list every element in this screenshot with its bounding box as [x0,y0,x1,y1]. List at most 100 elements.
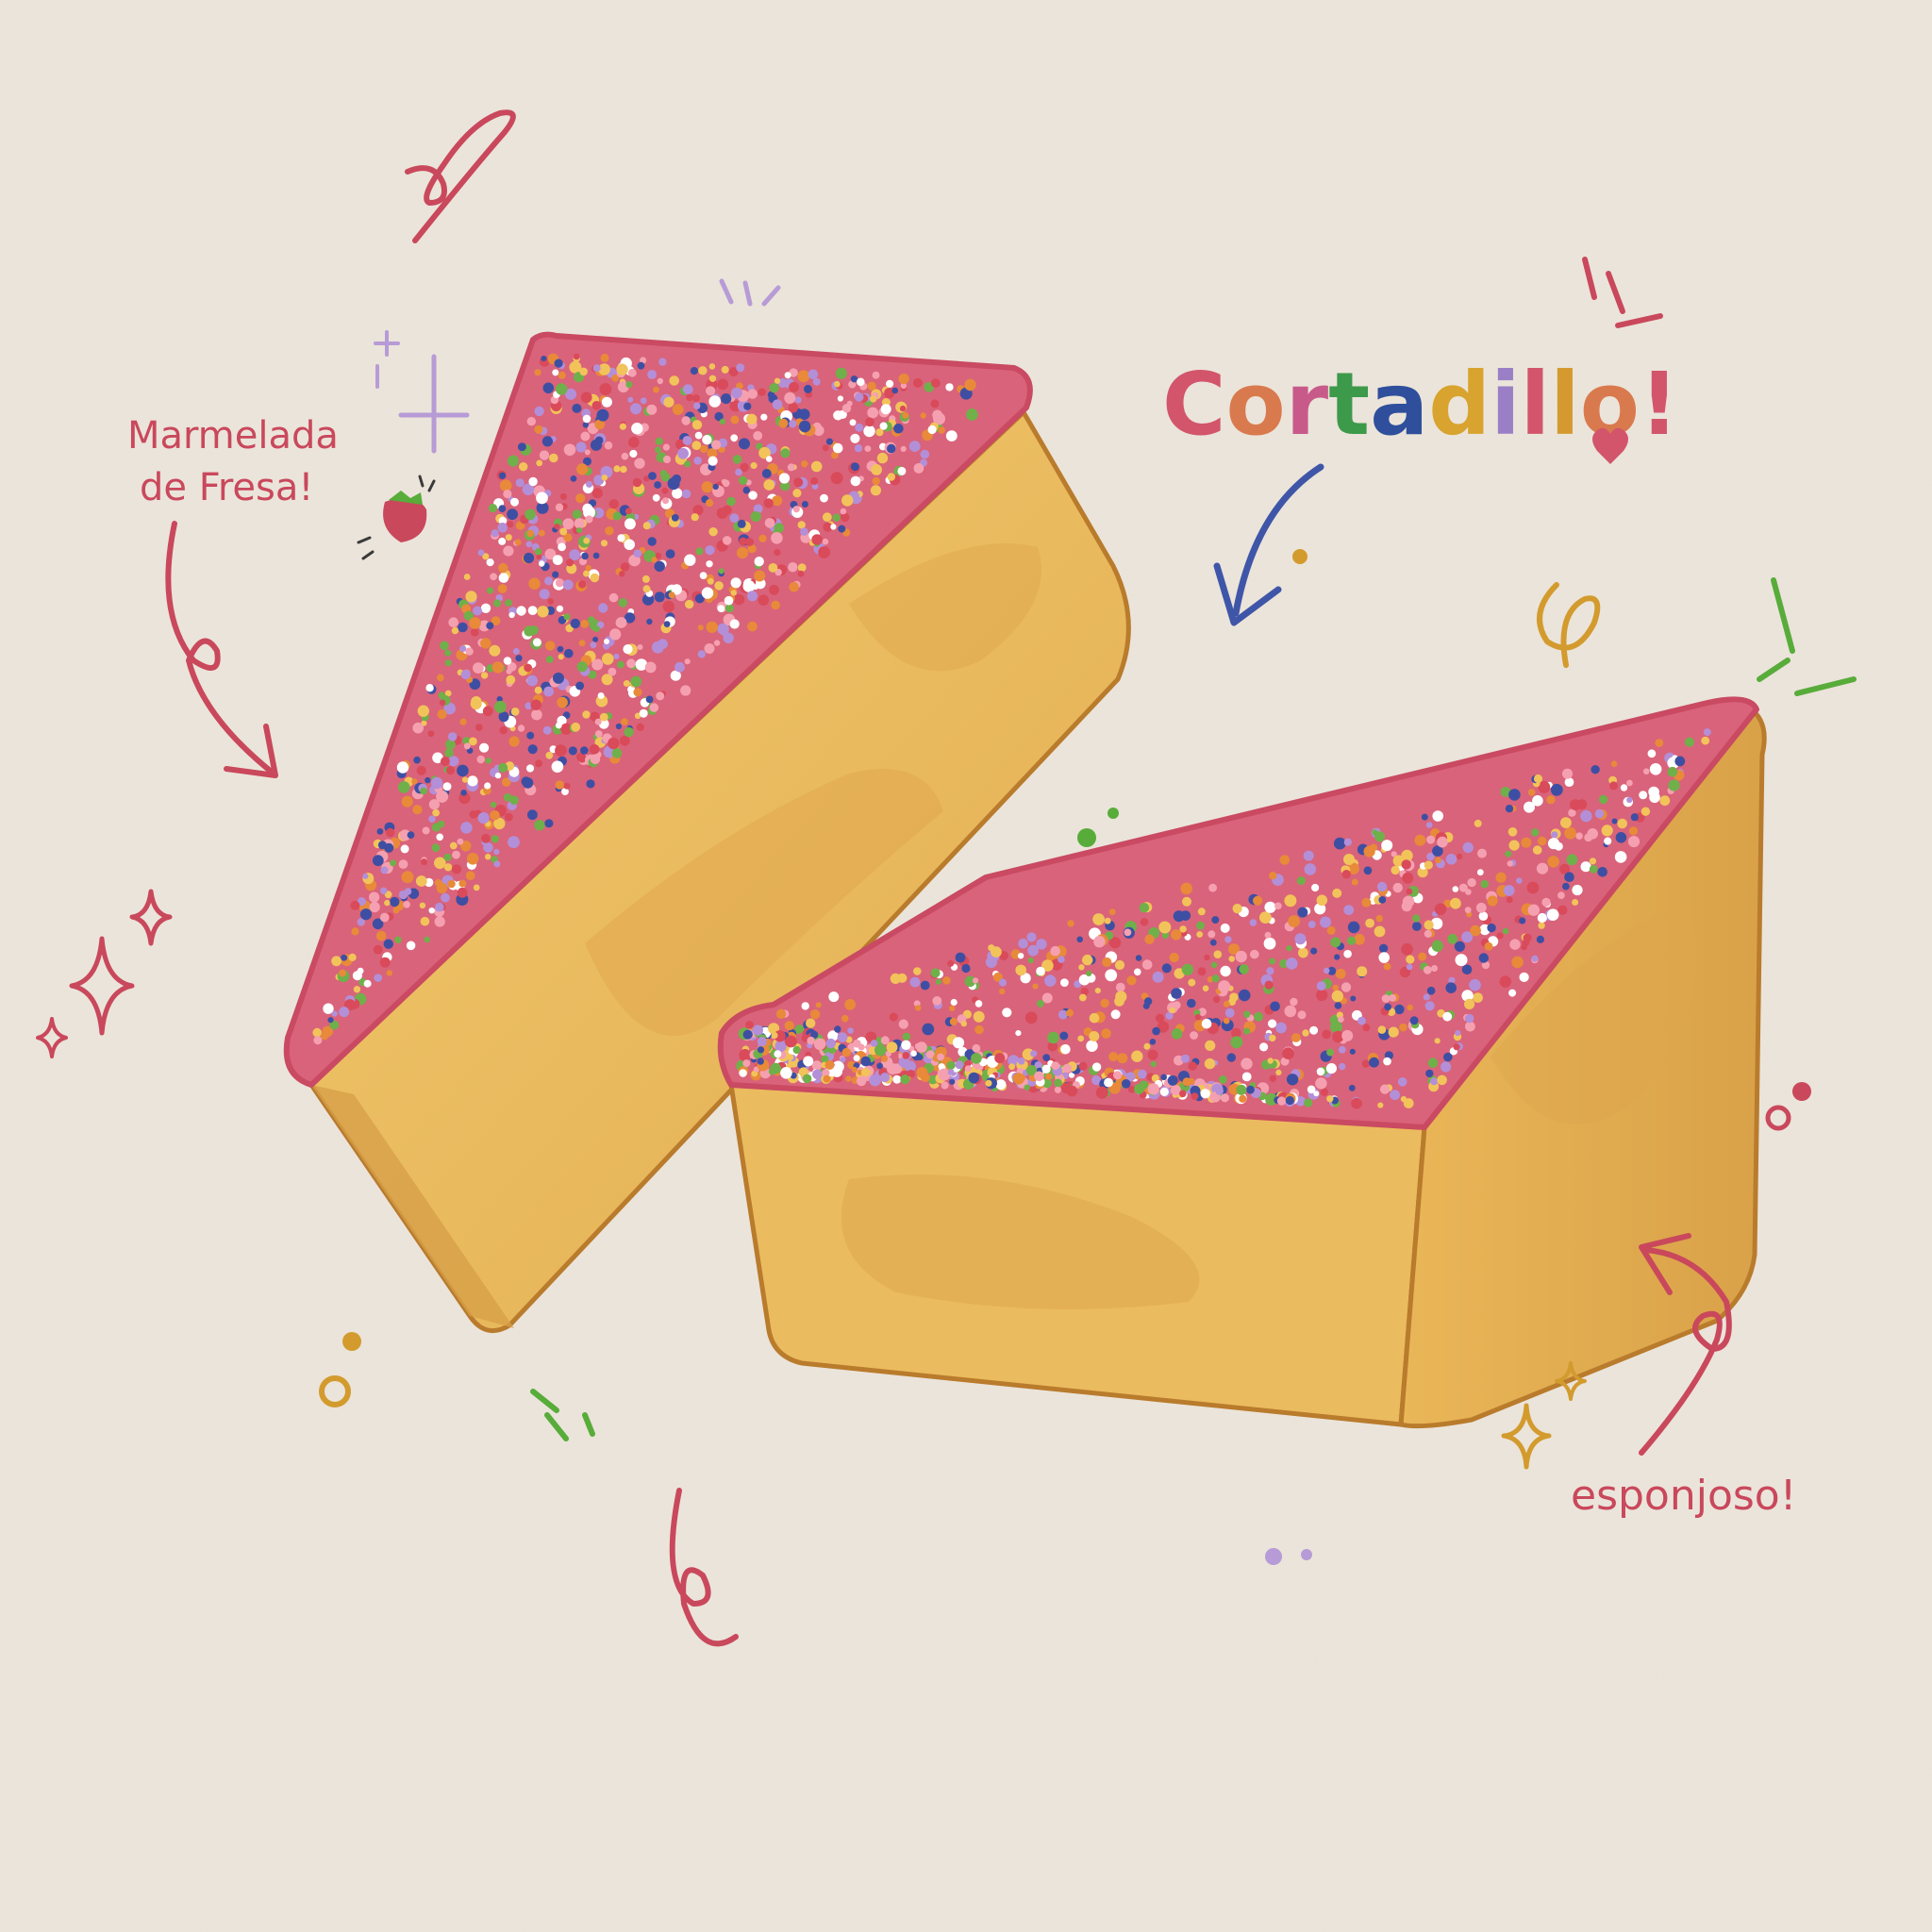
sprinkle [591,658,604,671]
sprinkle [1572,884,1583,896]
sprinkle [499,479,512,491]
sprinkle [528,625,539,636]
sprinkle [1286,945,1292,952]
sprinkle [1461,964,1473,975]
sprinkle [1296,876,1306,886]
sprinkle [747,544,757,554]
sprinkle [1443,899,1452,908]
sprinkle [1286,958,1298,970]
sprinkle [747,389,758,399]
sprinkle [413,756,421,764]
sprinkle [534,548,542,556]
sprinkle [1379,1084,1391,1094]
sparkle-purple-1 [398,354,470,454]
sprinkle [745,538,754,546]
sprinkle [1279,958,1289,969]
sprinkle [946,1060,956,1070]
title-letter: C [1162,354,1226,455]
sprinkle [1357,1016,1366,1025]
sprinkle [1269,1034,1276,1042]
sprinkle [1054,1086,1061,1093]
sprinkle [1580,809,1592,823]
sprinkle [557,645,564,653]
sprinkle [1432,810,1443,822]
sprinkle [1269,958,1275,965]
sprinkle [1320,1088,1329,1096]
sprinkle [1310,947,1318,955]
sprinkle [1516,877,1523,884]
left-cake-bottom [311,1085,514,1328]
sprinkle [1173,1001,1181,1009]
sprinkle [792,489,802,498]
sprinkle [853,1039,861,1048]
sprinkle [912,377,923,388]
sprinkle [1095,1086,1108,1099]
sprinkle [708,375,717,382]
sprinkle [1024,1011,1038,1024]
sprinkle [601,674,613,686]
sprinkle [463,742,471,750]
sprinkle [625,508,632,515]
sprinkle [730,387,742,399]
sprinkle [736,363,745,373]
sprinkle [854,444,863,453]
title-text: Cortadillo! [1162,354,1679,455]
sprinkle [1350,995,1357,1002]
sprinkle [898,1019,908,1029]
sprinkle [1659,795,1671,807]
sprinkle [1020,973,1031,984]
sprinkle [910,1050,917,1057]
sprinkle [372,855,384,867]
sprinkle [486,622,494,630]
sprinkle [788,403,799,413]
sprinkle [604,441,613,450]
sprinkle [1326,1048,1335,1057]
sprinkle [552,571,559,578]
sprinkle [380,887,388,894]
sprinkle [1239,1094,1247,1103]
sprinkle [1473,992,1483,1003]
sprinkle [1042,1054,1051,1061]
sprinkle [1388,1026,1399,1038]
sprinkle [1332,1030,1344,1043]
sprinkle [1078,1061,1088,1071]
sprinkle [1110,1009,1121,1020]
sprinkle [434,916,445,927]
sprinkle [443,853,452,861]
sprinkle [900,1074,910,1085]
sprinkle [857,377,865,387]
sprinkle [1139,903,1150,913]
sprinkle [558,654,564,660]
sprinkle [497,584,508,593]
sprinkle [1236,1084,1247,1095]
sprinkle [992,972,1003,982]
label-marmelada-line1: Marmelada [127,414,339,458]
sprinkle [1270,1001,1280,1012]
sprinkle [1276,1096,1287,1106]
sprinkle [730,590,737,596]
sprinkle [564,648,574,658]
sprinkle [555,503,564,511]
sprinkle [1425,822,1433,828]
sprinkle [809,1009,821,1020]
sprinkle [1326,925,1336,935]
sprinkle [628,437,640,448]
sprinkle [988,944,995,952]
sprinkle [1481,960,1491,970]
sprinkle [831,451,839,459]
sprinkle [519,462,528,472]
sprinkle [1564,777,1574,787]
sprinkle [323,1003,334,1014]
sprinkle [313,1036,323,1045]
sprinkle [541,436,554,447]
sprinkle [735,468,742,476]
sprinkle [459,718,467,725]
sprinkle [372,918,384,930]
sprinkle [526,675,538,687]
sprinkle [510,497,519,507]
sprinkle [611,374,620,382]
sprinkle [1202,985,1209,991]
sprinkle [973,1010,985,1023]
sprinkle [1426,852,1435,861]
